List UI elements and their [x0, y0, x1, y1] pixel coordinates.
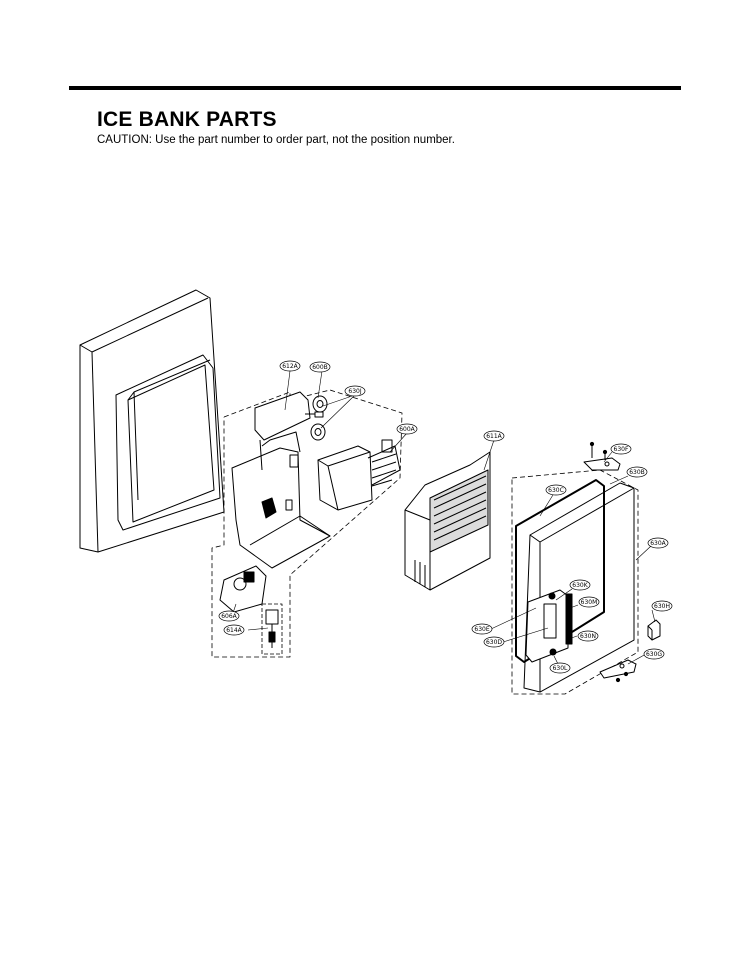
part-label-630C: 630C [545, 484, 567, 496]
part-label-630F: 630F [610, 443, 632, 455]
header-rule [69, 86, 681, 90]
part-label-630H: 630H [651, 600, 673, 612]
sensor-part [261, 603, 283, 655]
svg-text:630D: 630D [486, 639, 502, 646]
caution-note: CAUTION: Use the part number to order pa… [97, 134, 455, 146]
part-label-630E: 630E [471, 623, 493, 635]
door-latch-mechanism [525, 589, 573, 663]
lower-hinge [599, 659, 637, 683]
svg-text:630E: 630E [474, 626, 489, 633]
svg-text:630K: 630K [572, 582, 588, 589]
part-label-606A: 606A [218, 610, 240, 622]
page-title: ICE BANK PARTS [97, 108, 277, 131]
upper-hinge [583, 441, 621, 471]
svg-text:600A: 600A [399, 426, 415, 433]
leader-lines [231, 370, 656, 669]
auger-motor [219, 565, 267, 613]
ice-bucket-cover [404, 451, 491, 591]
ice-maker-unit [317, 439, 401, 511]
part-label-612A: 612A [279, 360, 301, 372]
part-label-630L: 630L [549, 662, 571, 674]
part-label-630A: 630A [647, 537, 669, 549]
svg-text:600B: 600B [312, 364, 328, 371]
part-label-611A: 611A [483, 430, 505, 442]
gear-parts [305, 395, 328, 441]
svg-text:630F: 630F [614, 446, 629, 453]
svg-text:630H: 630H [654, 603, 670, 610]
door-liner-frame [79, 289, 225, 553]
svg-text:630J: 630J [348, 388, 361, 395]
svg-text:630G: 630G [646, 651, 662, 658]
part-label-630D: 630D [483, 636, 505, 648]
svg-text:614A: 614A [226, 627, 242, 634]
ice-bank-housing [231, 391, 331, 569]
part-label-630B: 630B [626, 466, 648, 478]
svg-text:630N: 630N [580, 633, 596, 640]
svg-text:630C: 630C [548, 487, 564, 494]
part-label-600B: 600B [309, 361, 331, 373]
part-label-630G: 630G [643, 648, 665, 660]
svg-text:630L: 630L [553, 665, 568, 672]
svg-text:630M: 630M [581, 599, 598, 606]
part-label-630J: 630J [344, 385, 366, 397]
part-label-630M: 630M [578, 596, 600, 608]
part-label-630K: 630K [569, 579, 591, 591]
part-label-614A: 614A [223, 624, 245, 636]
svg-text:630B: 630B [629, 469, 645, 476]
door-cap [647, 619, 661, 641]
svg-text:606A: 606A [221, 613, 237, 620]
svg-text:612A: 612A [282, 363, 298, 370]
part-label-630N: 630N [577, 630, 599, 642]
part-label-600A: 600A [396, 423, 418, 435]
svg-text:611A: 611A [486, 433, 502, 440]
svg-text:630A: 630A [650, 540, 666, 547]
